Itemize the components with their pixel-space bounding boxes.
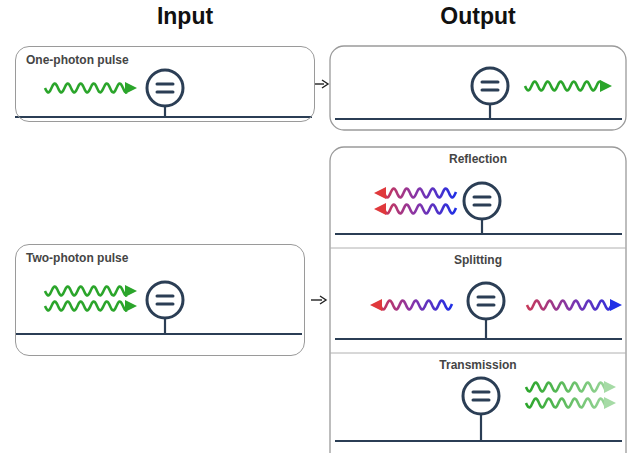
photon-arrowhead — [374, 187, 386, 199]
emitter-symbol — [482, 89, 498, 92]
emitter-circle — [468, 283, 504, 319]
panel-divider — [330, 353, 626, 354]
photon-wave — [384, 189, 456, 198]
emitter-circle — [147, 70, 183, 106]
waveguide — [335, 338, 622, 340]
section-title: Transmission — [337, 358, 619, 372]
emitter-symbol — [478, 296, 494, 299]
emitter-symbol — [157, 91, 173, 94]
section-title: Splitting — [337, 253, 619, 267]
photon-arrowhead — [125, 300, 137, 312]
process-arrowhead — [322, 80, 328, 88]
photon-arrowhead — [610, 299, 622, 311]
emitter-symbol — [482, 81, 498, 84]
section-title: One-photon pulse — [26, 53, 304, 67]
emitter-symbol — [474, 204, 490, 207]
photon-arrowhead — [604, 381, 616, 393]
emitter-circle — [472, 68, 508, 104]
emitter-stem — [164, 318, 166, 334]
input-panel: One-photon pulse — [15, 46, 315, 122]
photon-arrowhead — [600, 80, 612, 92]
emitter-symbol — [157, 303, 173, 306]
emitter-symbol — [157, 295, 173, 298]
emitter-stem — [480, 414, 482, 441]
section-title: Two-photon pulse — [26, 251, 294, 265]
photon-arrowhead — [374, 203, 386, 215]
photon-wave — [45, 287, 127, 296]
outcome-section: Transmission — [331, 354, 625, 452]
section-title: Reflection — [337, 152, 619, 166]
panel-divider — [330, 248, 626, 249]
emitter-circle — [147, 282, 183, 318]
emitter-symbol — [473, 391, 489, 394]
waveguide — [335, 233, 622, 235]
emitter-symbol — [473, 399, 489, 402]
column-heading: Input — [157, 3, 213, 29]
photon-wave — [527, 301, 612, 310]
photon-wave — [384, 205, 456, 214]
emitter-stem — [489, 104, 491, 119]
photon-wave — [525, 82, 602, 91]
output-panel — [330, 147, 626, 453]
column-heading: Output — [440, 3, 515, 29]
emitter-circle — [463, 378, 499, 414]
output-panel — [330, 46, 626, 130]
emitter-stem — [485, 319, 487, 339]
waveguide — [15, 333, 302, 335]
process-arrow — [311, 299, 322, 300]
waveguide — [15, 116, 312, 118]
photon-arrowhead — [604, 397, 616, 409]
waveguide — [335, 440, 622, 442]
process-arrowhead — [320, 296, 326, 304]
process-arrow — [315, 83, 324, 84]
waveguide — [335, 118, 622, 120]
photon-wave — [380, 301, 452, 310]
photon-wave — [45, 302, 127, 311]
emitter-symbol — [478, 304, 494, 307]
outcome-section: Splitting — [331, 249, 625, 353]
photon-wave — [526, 383, 606, 392]
emitter-symbol — [474, 196, 490, 199]
emitter-symbol — [157, 83, 173, 86]
photon-wave — [45, 84, 127, 93]
emitter-stem — [481, 219, 483, 234]
emitter-stem — [164, 106, 166, 117]
photon-wave — [526, 399, 606, 408]
photon-arrowhead — [370, 299, 382, 311]
photon-arrowhead — [125, 82, 137, 94]
photon-arrowhead — [125, 285, 137, 297]
emitter-circle — [464, 183, 500, 219]
outcome-section: Reflection — [331, 148, 625, 248]
input-panel: Two-photon pulse — [15, 244, 305, 356]
